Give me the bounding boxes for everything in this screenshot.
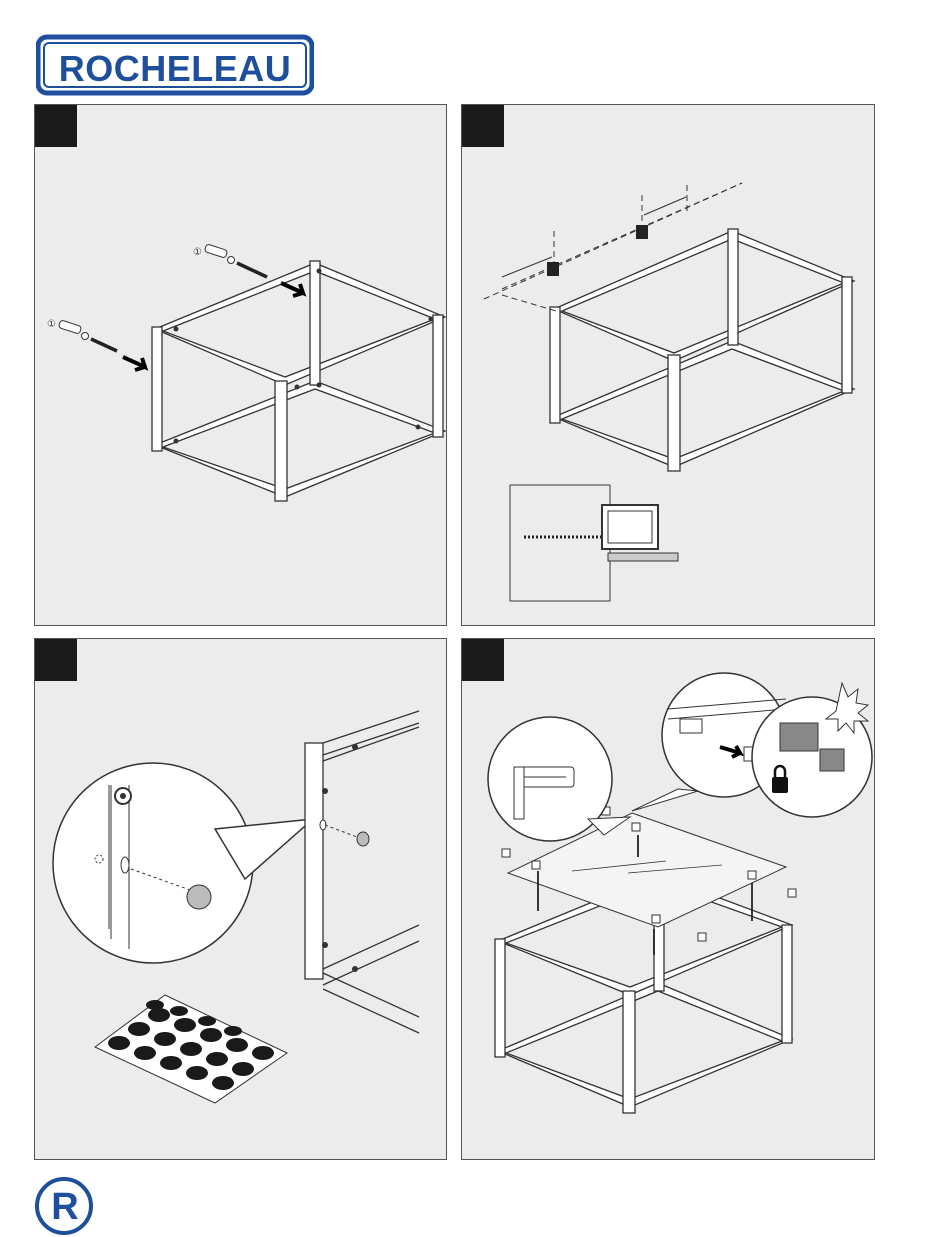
felt-pad-sheet: [95, 995, 287, 1103]
brand-mark-letter: R: [51, 1186, 78, 1228]
felt-pads-illustration: [35, 639, 447, 1160]
screw-anchor-group-2: ①: [47, 319, 145, 370]
step-4-panel: [461, 638, 875, 1160]
brand-mark-logo: R: [34, 1176, 94, 1236]
svg-text:①: ①: [193, 247, 202, 258]
svg-text:①: ①: [47, 319, 56, 330]
clip-detail-left: [488, 717, 630, 841]
brand-wordmark: ROCHELEAU: [59, 48, 292, 89]
step-2-panel: [461, 104, 875, 626]
brand-logo: ROCHELEAU: [36, 34, 314, 96]
felt-pad-detail-circle: [53, 763, 313, 963]
glass-top-illustration: [462, 639, 875, 1160]
step-1-panel: ① ①: [34, 104, 447, 626]
bracket-detail-inset: [510, 485, 678, 601]
step-3-panel: [34, 638, 447, 1160]
bracket-install-illustration: [462, 105, 875, 626]
frame-assembly-illustration: ① ①: [35, 105, 447, 626]
